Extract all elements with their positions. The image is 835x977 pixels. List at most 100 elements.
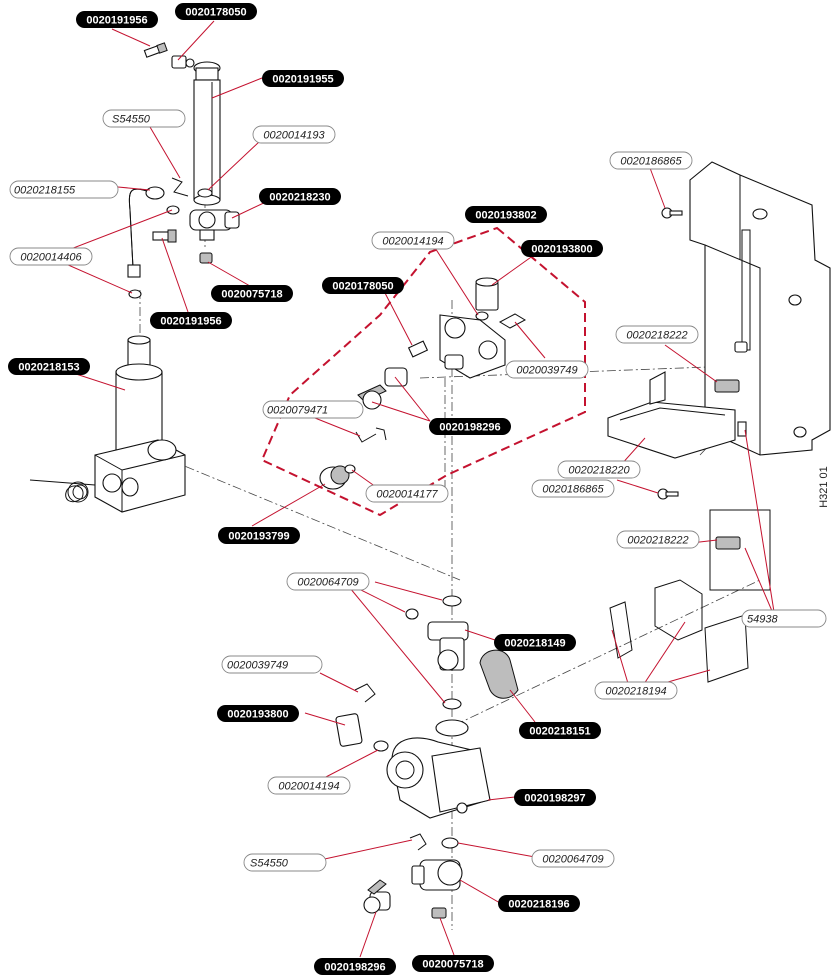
bent-pipe-part bbox=[127, 186, 165, 278]
label-l27: 0020064709 bbox=[286, 572, 370, 591]
label-l32-text: 0020218151 bbox=[529, 726, 590, 738]
label-l6-text: 0020218155 bbox=[14, 185, 76, 197]
label-l12-text: 0020193802 bbox=[475, 210, 536, 222]
sub-assembly-outline bbox=[260, 226, 586, 517]
clip-part bbox=[171, 177, 189, 197]
screw-lower-part bbox=[657, 488, 679, 500]
label-l3-text: 0020191955 bbox=[272, 74, 333, 86]
label-l9: 0020075718 bbox=[211, 285, 293, 302]
label-l31: 0020193800 bbox=[217, 705, 299, 722]
label-l28-text: 0020218149 bbox=[504, 638, 565, 650]
label-l25: 0020218222 bbox=[616, 530, 700, 549]
label-l18: 0020198296 bbox=[429, 418, 511, 435]
label-l34-text: 0020198297 bbox=[524, 793, 585, 805]
label-l36-text: 0020064709 bbox=[542, 854, 603, 866]
label-l6: 0020218155 bbox=[9, 180, 119, 199]
label-l39: 0020075718 bbox=[412, 955, 494, 972]
label-l37: 0020218196 bbox=[498, 895, 580, 912]
lower-assembly bbox=[335, 595, 519, 919]
central-sub-assembly bbox=[319, 277, 527, 490]
bleed-screw-part bbox=[143, 42, 168, 58]
label-l23-text: 0020218220 bbox=[568, 465, 630, 477]
tall-cylinder-part bbox=[193, 61, 221, 206]
label-l37-text: 0020218196 bbox=[508, 899, 569, 911]
oring-lower-part bbox=[128, 289, 142, 299]
label-l29: 0020218194 bbox=[594, 681, 678, 700]
label-l25-text: 0020218222 bbox=[627, 535, 688, 547]
label-l29-text: 0020218194 bbox=[605, 686, 666, 698]
tee-fitting-part bbox=[189, 209, 240, 241]
label-l13: 0020014194 bbox=[371, 231, 455, 250]
label-l15-text: 0020178050 bbox=[332, 281, 393, 293]
label-l23: 0020218220 bbox=[557, 460, 641, 479]
label-l3: 0020191955 bbox=[262, 70, 344, 87]
label-l30: 0020039749 bbox=[221, 655, 323, 674]
label-l19-text: 0020014177 bbox=[376, 489, 438, 501]
label-l28: 0020218149 bbox=[494, 634, 576, 651]
label-l12: 0020193802 bbox=[465, 206, 547, 223]
oring-small-part bbox=[166, 205, 180, 215]
label-l13-text: 0020014194 bbox=[382, 236, 443, 248]
label-l21-text: 0020186865 bbox=[620, 156, 682, 168]
label-l14-text: 0020193800 bbox=[531, 244, 592, 256]
label-l22-text: 0020218222 bbox=[626, 330, 687, 342]
label-l15: 0020178050 bbox=[322, 277, 404, 294]
label-l39-text: 0020075718 bbox=[422, 959, 483, 971]
label-l24: 0020186865 bbox=[531, 479, 615, 498]
label-l20: 0020193799 bbox=[218, 527, 300, 544]
label-l30-text: 0020039749 bbox=[227, 660, 288, 672]
label-l27-text: 0020064709 bbox=[297, 577, 358, 589]
label-l7: 0020218230 bbox=[259, 188, 341, 205]
label-l4: S54550 bbox=[102, 109, 186, 128]
bleed-screw-lower-part bbox=[152, 229, 177, 243]
label-l11-text: 0020218153 bbox=[18, 362, 79, 374]
label-l33-text: 0020014194 bbox=[278, 781, 339, 793]
label-l9-text: 0020075718 bbox=[221, 289, 282, 301]
oring-part bbox=[197, 188, 213, 198]
label-l22: 0020218222 bbox=[615, 325, 699, 344]
label-l16-text: 0020039749 bbox=[516, 365, 577, 377]
label-l7-text: 0020218230 bbox=[269, 192, 330, 204]
part-labels: 0020191956 0020178050 0020191955 S54550 … bbox=[8, 3, 827, 975]
upper-left-assembly bbox=[127, 42, 240, 299]
label-l36: 0020064709 bbox=[531, 849, 615, 868]
label-l2-text: 0020178050 bbox=[185, 7, 246, 19]
label-l26: 54938 bbox=[741, 609, 827, 628]
label-l17-text: 0020079471 bbox=[267, 405, 328, 417]
label-l16: 0020039749 bbox=[505, 360, 589, 379]
bracket-upper-part bbox=[714, 379, 740, 393]
label-l10-text: 0020191956 bbox=[160, 316, 221, 328]
label-l10: 0020191956 bbox=[150, 312, 232, 329]
label-l26-text: 54938 bbox=[747, 614, 778, 626]
label-l32: 0020218151 bbox=[519, 722, 601, 739]
label-l34: 0020198297 bbox=[514, 789, 596, 806]
label-l35-text: S54550 bbox=[250, 858, 289, 870]
label-l8-text: 0020014406 bbox=[20, 252, 82, 264]
bracket-lower-part bbox=[715, 536, 741, 550]
label-l1: 0020191956 bbox=[76, 11, 158, 28]
label-l33: 0020014194 bbox=[267, 776, 351, 795]
label-l4-text: S54550 bbox=[112, 114, 151, 126]
label-l20-text: 0020193799 bbox=[228, 531, 289, 543]
label-l8: 0020014406 bbox=[9, 247, 93, 266]
leader-lines bbox=[49, 20, 776, 958]
label-l5-text: 0020014193 bbox=[263, 130, 325, 142]
drawing-code: H321 01 bbox=[818, 466, 830, 508]
label-l31-text: 0020193800 bbox=[227, 709, 288, 721]
screw-upper-part bbox=[661, 207, 683, 219]
label-l1-text: 0020191956 bbox=[86, 15, 147, 27]
label-l5: 0020014193 bbox=[252, 125, 336, 144]
label-l19: 0020014177 bbox=[365, 484, 449, 503]
label-l24-text: 0020186865 bbox=[542, 484, 604, 496]
label-l35: S54550 bbox=[243, 853, 327, 872]
label-l14: 0020193800 bbox=[521, 240, 603, 257]
label-l2: 0020178050 bbox=[175, 3, 257, 20]
small-valve-top bbox=[171, 55, 195, 69]
nut-part bbox=[199, 252, 213, 264]
heat-exchanger-block bbox=[29, 335, 186, 513]
label-l11: 0020218153 bbox=[8, 358, 90, 375]
label-l18-text: 0020198296 bbox=[439, 422, 500, 434]
label-l21: 0020186865 bbox=[609, 151, 693, 170]
label-l38-text: 0020198296 bbox=[324, 962, 385, 974]
